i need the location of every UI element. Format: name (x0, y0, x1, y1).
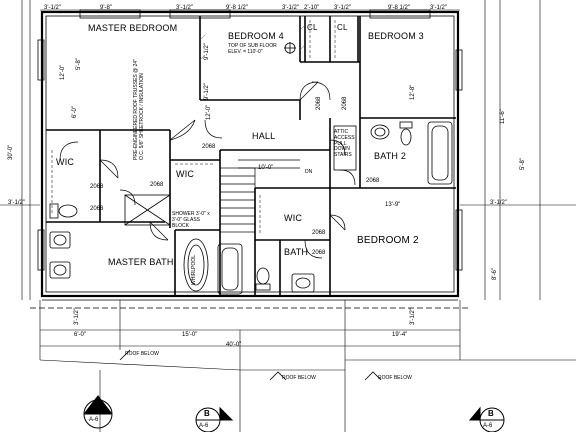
dim-label: 2068 (366, 178, 380, 184)
dim-label: 8'-6" (492, 268, 498, 280)
note-attic-access: ATTIC ACCESS PULL DOWN STAIRS (334, 129, 355, 158)
dim-label: 12'-8" (410, 84, 416, 100)
room-bedroom-3: BEDROOM 3 (368, 31, 424, 41)
room-closet-a: CL (307, 23, 318, 32)
section-a-letter: A (94, 402, 100, 411)
room-closet-b: CL (337, 23, 348, 32)
room-wic-right: WIC (284, 213, 303, 223)
dim-label: 10'-0" (258, 165, 274, 171)
dim-label: 2068 (316, 96, 322, 110)
section-b-letter: B (204, 409, 210, 418)
dim-label: 30'-0" (8, 144, 14, 160)
note-roof-below-3: ROOF BELOW (378, 375, 412, 381)
room-wic-center: WIC (176, 169, 195, 179)
room-hall: HALL (252, 131, 276, 141)
smoke-detector (284, 42, 296, 54)
dim-label: 5'-8" (76, 58, 82, 70)
dim-label: 9'-8" (100, 5, 112, 11)
room-bedroom-4: BEDROOM 4 (228, 31, 284, 41)
interior-walls (46, 16, 456, 296)
room-bedroom-2: BEDROOM 2 (357, 235, 419, 246)
exterior-walls (40, 10, 460, 298)
room-master-bath: MASTER BATH (108, 257, 174, 267)
dim-label: 2068 (312, 230, 326, 236)
dim-label: 15'-0" (182, 332, 198, 338)
dim-label: 2068 (90, 184, 104, 190)
dim-label: 13'-9" (385, 202, 401, 208)
stairs (219, 159, 300, 233)
dim-label: 3'-1/2" (176, 5, 193, 11)
dim-label: 3'-1/2" (410, 308, 416, 325)
closet-shelves (51, 20, 336, 235)
dim-label: 6'-0" (74, 332, 86, 338)
windows (37, 9, 463, 271)
dim-label: 3'-1/2" (8, 200, 25, 206)
dim-label: 9'-8 1/2" (388, 5, 410, 11)
room-bath-2: BATH 2 (374, 151, 407, 161)
dim-label: 2'-10" (304, 5, 320, 11)
dim-label: 3'-1/2" (490, 200, 507, 206)
dim-label: 9'-8 1/2" (226, 5, 248, 11)
section-tag-a (83, 395, 113, 429)
section-b2-letter: B (488, 409, 494, 418)
roof-below-arrows (119, 349, 382, 381)
room-wic-left: WIC (56, 157, 75, 167)
dim-label: 2068 (342, 96, 348, 110)
note-roof-below-1: ROOF BELOW (125, 351, 159, 357)
room-bath: BATH (284, 247, 309, 257)
dim-label: 3'-1/2" (282, 5, 299, 11)
dim-label: 3'-1/2" (430, 5, 447, 11)
note-subfloor: TOP OF SUB FLOOR ELEV. = 110'-0" (228, 43, 277, 55)
dim-label: 9'-1/2" (204, 43, 210, 60)
note-roof-below-2: ROOF BELOW (282, 375, 316, 381)
dim-label: 12'-0" (60, 64, 66, 80)
note-ceiling: PRE-ENGINEERED ROOF TRUSSES @ 24" O.C. 5… (133, 59, 145, 160)
fixtures (49, 121, 453, 295)
section-tag-b2 (468, 406, 505, 432)
dim-label: 5'-8" (520, 158, 526, 170)
note-whirlpool: WHIRLPOOL (191, 254, 197, 285)
dim-label: 9'-1/2" (204, 83, 210, 100)
section-b2-sheet: A-6 (483, 423, 493, 429)
room-master-bedroom: MASTER BEDROOM (88, 23, 178, 33)
dim-label: 19'-4" (392, 332, 408, 338)
dim-label: 2068 (90, 206, 104, 212)
section-a-sheet: A-6 (89, 417, 99, 423)
dim-label: 3'-1/2" (44, 5, 61, 11)
dim-label: 40'-0" (226, 342, 242, 348)
dim-label: 6'-0" (72, 106, 78, 118)
stair-down-label: DN (305, 169, 313, 175)
dim-label: 2068 (202, 144, 216, 150)
dim-label: 3'-1/2" (334, 5, 351, 11)
wall-hatch (199, 24, 306, 61)
dim-label: 2068 (150, 182, 164, 188)
dim-label: 11'-6" (500, 109, 506, 124)
exterior-wall-inner (42, 15, 458, 301)
note-glass-block: SHOWER 3'-0" x 3'-0" GLASS BLOCK (172, 211, 210, 229)
section-tag-b (195, 406, 234, 432)
dim-label: 3'-1/2" (74, 308, 80, 325)
dim-label: 12'-0" (206, 104, 212, 120)
dim-label: 2068 (312, 250, 326, 256)
section-b-sheet: A-6 (199, 423, 209, 429)
